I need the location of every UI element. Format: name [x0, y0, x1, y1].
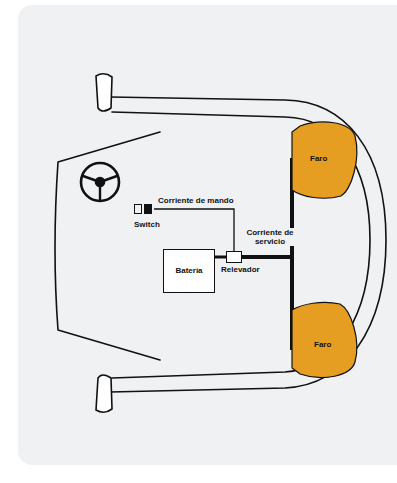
headlight-outline: [292, 302, 357, 377]
battery-box: Batería: [163, 249, 215, 293]
relay-icon: [226, 251, 242, 263]
car-body-inner: [112, 112, 370, 378]
edge-label: Corriente de servicio: [244, 228, 296, 246]
battery-label: Batería: [175, 266, 202, 275]
headlight: Faro: [292, 300, 362, 382]
headlight: Faro: [292, 118, 362, 200]
wire: [154, 209, 234, 251]
switch-label: Switch: [134, 220, 160, 229]
steering-wheel: [81, 163, 119, 201]
switch-contact: [134, 204, 142, 214]
background-panel: [18, 5, 397, 465]
wire: [215, 256, 226, 259]
windshield: [55, 132, 160, 360]
headlight-label: Faro: [314, 340, 331, 349]
mirror: [96, 375, 112, 412]
headlight-outline: [292, 122, 357, 198]
switch-contact: [144, 204, 152, 214]
relay-symbol: Relevador: [224, 251, 260, 274]
relay-label: Relevador: [221, 265, 260, 274]
car-body-outer: [110, 97, 386, 392]
switch-symbol: Switch: [134, 204, 160, 229]
switch-icon: [134, 204, 152, 214]
edge-label: Corriente de mando: [157, 196, 249, 205]
mirror: [96, 74, 112, 111]
headlight-label: Faro: [310, 154, 327, 163]
